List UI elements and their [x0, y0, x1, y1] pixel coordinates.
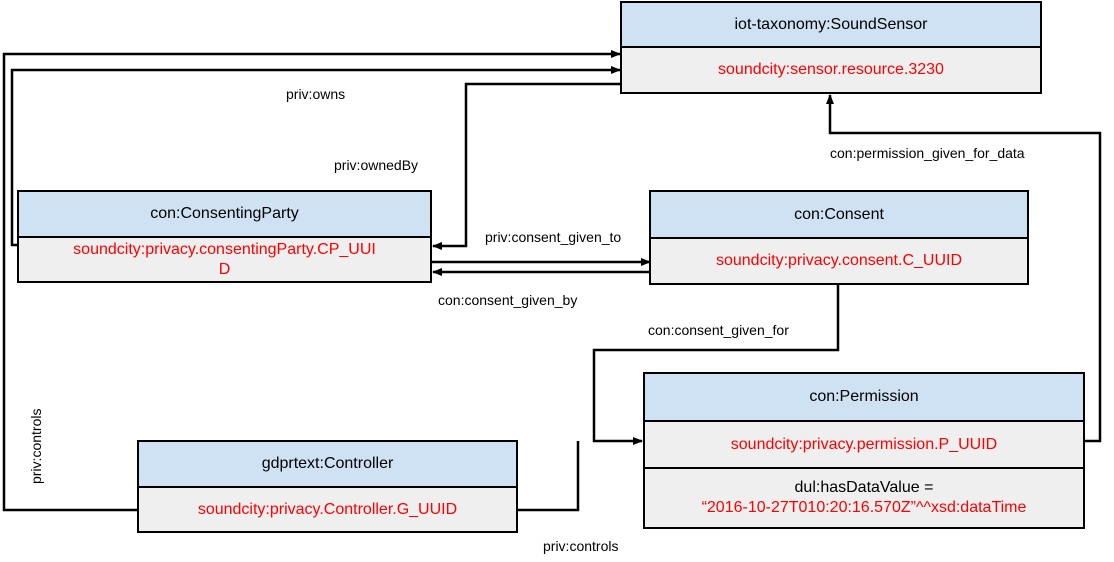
node-consenting-party: con:ConsentingParty soundcity:privacy.co…: [17, 190, 432, 283]
edge-label-controls-bottom: priv:controls: [543, 538, 619, 554]
node-type-label: con:ConsentingParty: [19, 192, 430, 238]
edge-label-owned-by: priv:ownedBy: [334, 157, 419, 173]
edge-owned-by: [432, 82, 620, 250]
edge-owns: [10, 66, 621, 247]
node-id-label: soundcity:privacy.Controller.G_UUID: [139, 488, 516, 531]
node-permission: con:Permission soundcity:privacy.permiss…: [643, 372, 1085, 529]
edge-label-consent-given-for: con:consent_given_for: [648, 322, 789, 338]
node-consent: con:Consent soundcity:privacy.consent.C_…: [649, 190, 1029, 285]
edge-permission-given-for-data: [826, 94, 1102, 443]
node-controller: gdprtext:Controller soundcity:privacy.Co…: [137, 440, 518, 533]
value-line-2: “2016-10-27T010:20:16.570Z”^^xsd:dataTim…: [701, 499, 1027, 516]
node-type-label: gdprtext:Controller: [139, 442, 516, 488]
value-line-1: dul:hasDataValue =: [794, 479, 934, 496]
node-type-label: iot-taxonomy:SoundSensor: [622, 3, 1040, 48]
edge-label-controls-left: priv:controls: [28, 408, 44, 484]
node-id-line-2: D: [218, 260, 231, 278]
node-id-label: soundcity:sensor.resource.3230: [622, 48, 1040, 92]
edge-label-permission-given-for-data: con:permission_given_for_data: [830, 145, 1025, 161]
edge-controls-permission: [517, 441, 580, 512]
node-type-label: con:Consent: [651, 192, 1027, 239]
edge-consent-given-for: [592, 284, 840, 445]
edge-label-consent-given-by: con:consent_given_by: [438, 292, 578, 308]
edge-label-consent-given-to: priv:consent_given_to: [485, 229, 622, 245]
node-id-label: soundcity:privacy.consent.C_UUID: [651, 239, 1027, 283]
edge-label-owns: priv:owns: [286, 86, 346, 102]
node-id-label: soundcity:privacy.permission.P_UUID: [645, 422, 1083, 467]
node-sound-sensor: iot-taxonomy:SoundSensor soundcity:senso…: [620, 1, 1042, 94]
node-id-line-1: soundcity:privacy.consentingParty.CP_UUI: [73, 240, 376, 258]
edge-controls-sensor: [2, 50, 621, 512]
node-value-label: dul:hasDataValue = “2016-10-27T010:20:16…: [645, 467, 1083, 527]
node-id-label: soundcity:privacy.consentingParty.CP_UUI…: [19, 238, 430, 281]
node-type-label: con:Permission: [645, 374, 1083, 422]
